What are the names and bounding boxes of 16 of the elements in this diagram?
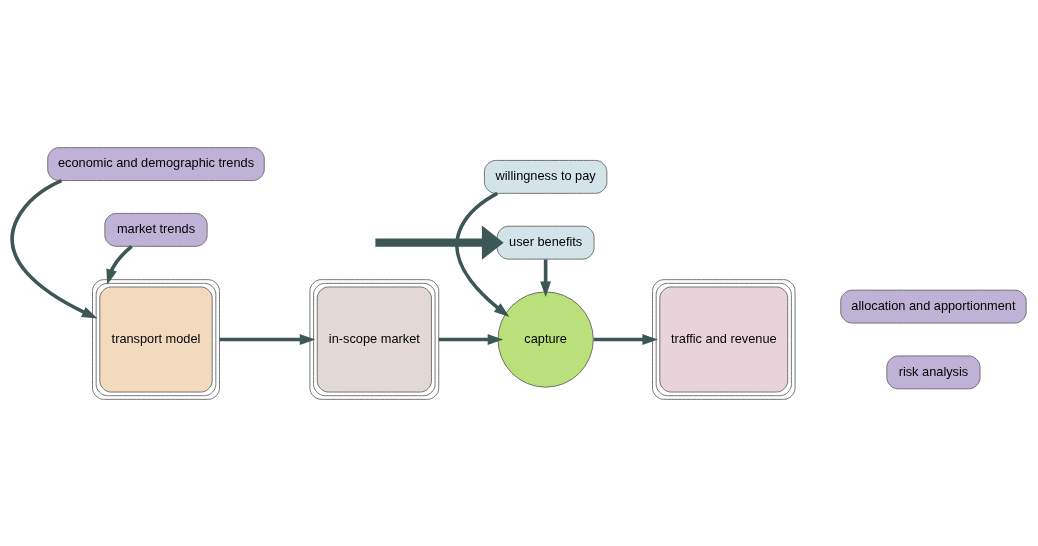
arrow — [455, 191, 510, 317]
node-box: user benefits — [496, 225, 595, 260]
node-box: in-scope market — [309, 278, 440, 400]
arrow — [438, 333, 504, 345]
arrow — [10, 178, 98, 319]
node-box: economic and demographic trends — [47, 146, 265, 181]
node-box: willingness to pay — [483, 159, 608, 194]
arrow — [593, 333, 658, 345]
node-box: market trends — [104, 212, 208, 247]
arrow — [375, 225, 504, 260]
node-box: risk analysis — [886, 355, 981, 389]
arrow — [219, 333, 316, 345]
arrow — [106, 244, 133, 285]
node-box: allocation and apportionment — [840, 289, 1027, 323]
arrow — [540, 258, 552, 297]
node-circle: capture — [497, 290, 594, 388]
